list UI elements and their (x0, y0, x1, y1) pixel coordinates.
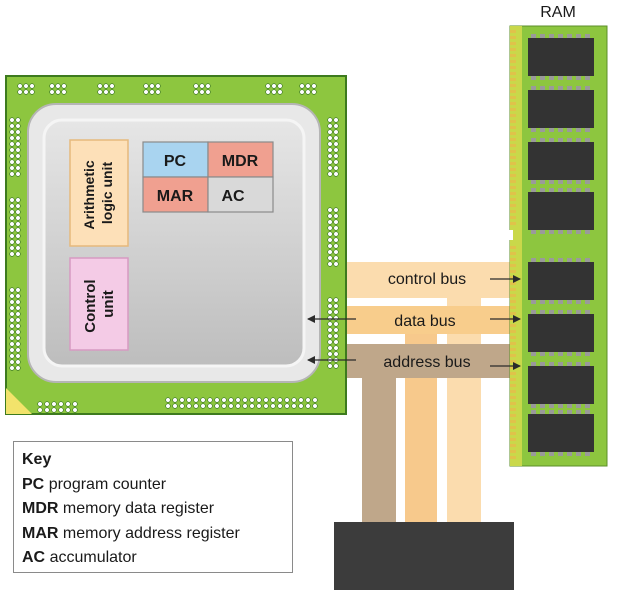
key-abbr: AC (22, 549, 46, 566)
key-desc: accumulator (49, 549, 137, 566)
alu-label-line2: logic unit (99, 162, 115, 225)
key-item: MDR memory data register (22, 497, 284, 522)
registers: PC MDR MAR AC (142, 141, 274, 213)
ram-chip (528, 414, 594, 452)
control-unit-label: Control unit (82, 275, 117, 333)
data-bus-band (345, 306, 513, 334)
ram-module (507, 25, 608, 467)
mdr-label: MDR (222, 153, 259, 170)
control-bus-label: control bus (388, 271, 466, 288)
key-abbr: PC (22, 475, 45, 493)
ac-register (207, 176, 274, 213)
buses (315, 262, 513, 378)
control-label-line1: Control (82, 279, 99, 332)
key-item: MAR memory address register (22, 522, 284, 547)
key-title: Key (22, 451, 52, 468)
pc-register (142, 141, 209, 178)
ram-label: RAM (540, 4, 576, 21)
alu-label-line1: Arithmetic (81, 160, 97, 229)
control-unit-box (69, 257, 129, 351)
ac-label: AC (221, 188, 245, 205)
ram-chip (528, 38, 594, 76)
key-box: Key PC program counter MDR memory data r… (13, 441, 293, 573)
ram-chip (528, 262, 594, 300)
ram-chip (528, 192, 594, 230)
mar-register (142, 176, 209, 213)
io-device (334, 522, 514, 590)
key-desc: program counter (48, 475, 167, 493)
data-bus-label: data bus (394, 313, 455, 330)
control-bus-band (345, 262, 513, 298)
key-desc: memory data register (62, 500, 215, 517)
control-label-line2: unit (100, 290, 117, 318)
address-bus-leg (362, 366, 396, 524)
mar-label: MAR (157, 188, 194, 205)
key-item: AC accumulator (22, 546, 284, 571)
ram-chip (528, 314, 594, 352)
ram-chip (528, 366, 594, 404)
key-abbr: MAR (22, 524, 59, 542)
key-desc: memory address register (62, 524, 240, 542)
ram-chip (528, 90, 594, 128)
ram-chip (528, 142, 594, 180)
address-bus-label: address bus (383, 354, 470, 371)
pc-label: PC (164, 153, 187, 170)
alu-label: Arithmetic logic unit (81, 156, 115, 229)
alu-box (69, 139, 129, 247)
cpu-package (5, 75, 347, 415)
key-item: PC program counter (22, 473, 284, 498)
address-bus-band (315, 344, 513, 378)
key-abbr: MDR (22, 500, 59, 517)
